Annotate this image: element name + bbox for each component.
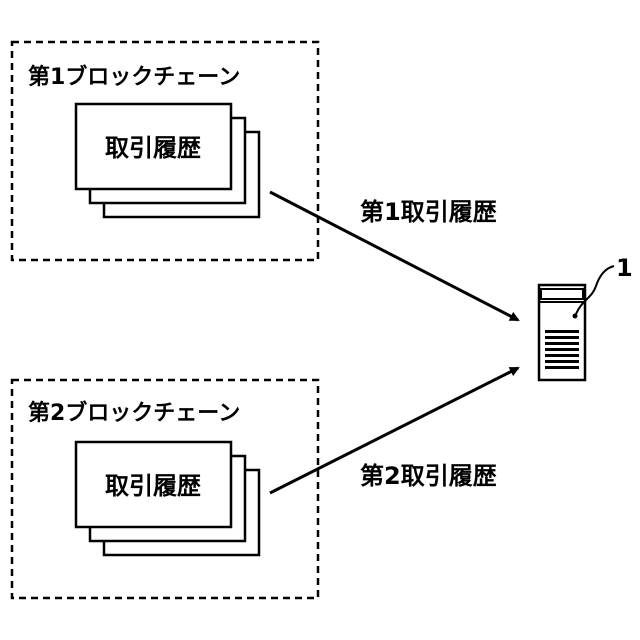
- blockchain-2-title: 第2ブロックチェーン: [28, 400, 240, 426]
- transaction-history-label-1: 取引履歴: [105, 134, 201, 162]
- transaction-history-stack-1: 取引履歴: [76, 104, 259, 217]
- blockchain-1-group: 第1ブロックチェーン 取引履歴: [12, 42, 318, 260]
- blockchain-2-group: 第2ブロックチェーン 取引履歴: [12, 380, 318, 598]
- server-icon: [539, 285, 585, 380]
- arrow-1-label: 第1取引履歴: [360, 198, 497, 226]
- arrow-2-label: 第2取引履歴: [360, 462, 497, 490]
- transaction-history-label-2: 取引履歴: [105, 472, 201, 500]
- reference-numeral: 1: [616, 254, 633, 282]
- blockchain-1-title: 第1ブロックチェーン: [28, 64, 240, 90]
- transaction-history-stack-2: 取引履歴: [76, 442, 259, 555]
